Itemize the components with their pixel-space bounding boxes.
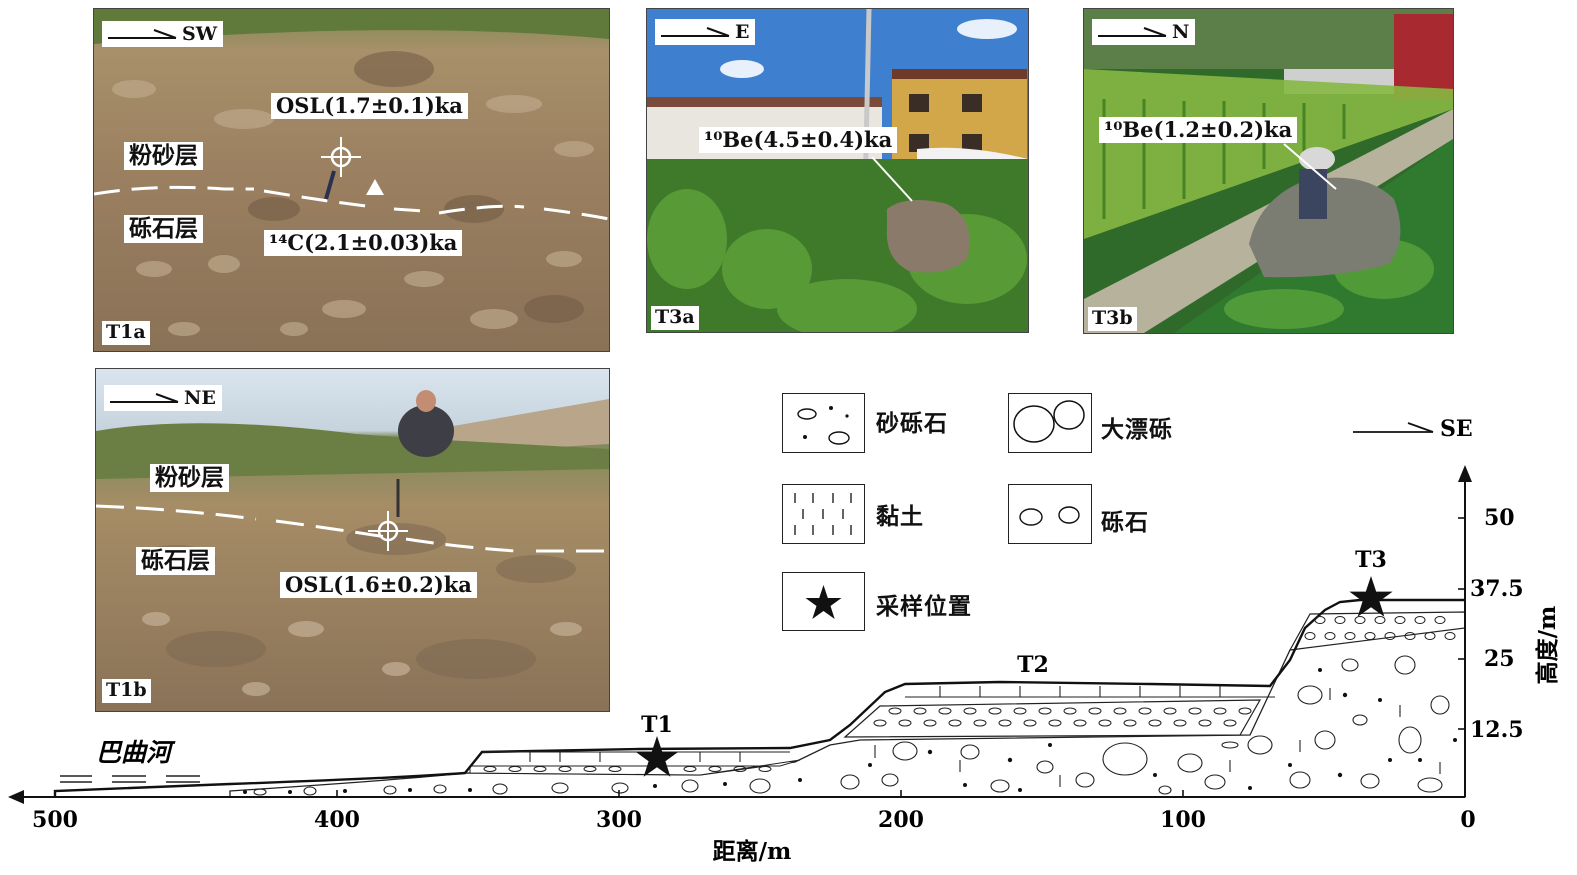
north-arrow-icon [661, 27, 730, 37]
gravel-layer-label: 砾石层 [124, 215, 203, 244]
star-icon [805, 585, 842, 619]
boulder-fragments [253, 655, 1450, 796]
x-axis: 500 400 300 200 100 0 距离/m [8, 790, 1476, 865]
stratum-lower-boulder [229, 624, 1466, 798]
direction-indicator: NE [104, 385, 222, 411]
sample-star-t3 [1349, 576, 1393, 617]
c14-date-label: ¹⁴C(2.1±0.03)ka [264, 230, 463, 257]
hammer-icon [324, 170, 336, 200]
direction-indicator: N [1092, 19, 1196, 45]
photo-t1a: SW OSL(1.7±0.1)ka 粉砂层 砾石层 ¹⁴C(2.1±0.03)k… [93, 8, 610, 352]
boulder-sample [1249, 177, 1401, 278]
x-tick-label: 500 [32, 807, 78, 833]
photo-t3b: N ¹⁰Be(1.2±0.2)ka T3b [1083, 8, 1454, 334]
y-tick-label: 25 [1484, 646, 1515, 672]
direction-label: SW [182, 23, 218, 45]
silt-layer-label: 粉砂层 [124, 142, 203, 171]
y-axis-label: 高度/m [1534, 606, 1561, 685]
photo-label: T1b [102, 679, 151, 703]
section-direction-indicator: SE [1353, 416, 1473, 442]
photo-label: T3b [1088, 307, 1137, 331]
photo-label: T3a [651, 306, 699, 330]
gravel-layer-label: 砾石层 [136, 547, 215, 576]
x-tick-label: 0 [1460, 807, 1475, 833]
osl-sample-marker [321, 137, 361, 177]
be10-date-label: ¹⁰Be(1.2±0.2)ka [1099, 117, 1298, 144]
direction-indicator: SW [102, 21, 224, 47]
layer-boundary-line [96, 504, 609, 553]
direction-label: NE [184, 387, 216, 409]
legend-swatch-sand-gravel [782, 393, 865, 453]
x-tick-label: 100 [1160, 807, 1206, 833]
legend-swatch-boulder [1008, 393, 1092, 453]
legend-swatch-gravel [1008, 484, 1092, 544]
y-axis-arrow-icon [1458, 465, 1472, 482]
north-arrow-icon [108, 29, 177, 39]
legend-label-sand-gravel: 砂砾石 [876, 410, 948, 437]
x-tick-label: 200 [878, 807, 924, 833]
y-tick-label: 50 [1484, 505, 1515, 531]
terrace-label-t1: T1 [641, 712, 673, 738]
terrain-surface [53, 598, 1465, 797]
legend-swatch-sample-site [782, 572, 865, 631]
y-axis: 12.5 25 37.5 50 高度/m [1458, 465, 1561, 797]
direction-label: N [1172, 21, 1190, 43]
x-axis-arrow-icon [8, 790, 24, 804]
gravel-pebbles [1304, 616, 1456, 640]
north-arrow-icon [110, 393, 179, 403]
sand-dots [243, 668, 1457, 794]
x-tick-label: 400 [314, 807, 360, 833]
legend-swatch-clay [782, 484, 865, 544]
y-tick-label: 12.5 [1470, 717, 1524, 743]
north-arrow-icon [1098, 27, 1167, 37]
river-water-lines [60, 775, 200, 783]
photo-t1a-image [94, 9, 609, 351]
legend-label-clay: 黏土 [876, 503, 924, 530]
y-tick-label: 37.5 [1470, 576, 1524, 602]
terrace-label-t3: T3 [1355, 547, 1387, 573]
sample-star-t1 [635, 736, 679, 777]
legend-label-sample-site: 采样位置 [876, 593, 972, 620]
legend-label-boulder: 大漂砾 [1101, 416, 1173, 443]
osl-date-label: OSL(1.7±0.1)ka [271, 93, 468, 120]
legend-label-gravel: 砾石 [1101, 509, 1149, 536]
x-tick-label: 300 [596, 807, 642, 833]
direction-indicator: E [655, 19, 756, 45]
photo-t1b-image [96, 369, 609, 711]
silt-layer-label: 粉砂层 [150, 464, 229, 493]
c14-sample-marker [366, 179, 384, 195]
clay-hatching [529, 686, 1441, 787]
x-axis-label: 距离/m [713, 838, 792, 865]
osl-sample-marker [368, 511, 408, 551]
layer-boundary-line [94, 185, 609, 221]
gravel-pebbles [483, 766, 772, 772]
gravel-pebbles [873, 707, 1252, 727]
section-direction-label: SE [1440, 416, 1473, 442]
boulder-sample [886, 200, 970, 273]
terrace-label-t2: T2 [1017, 652, 1049, 678]
direction-label: E [735, 21, 750, 43]
be10-date-label: ¹⁰Be(4.5±0.4)ka [699, 127, 898, 154]
photo-label: T1a [102, 321, 150, 345]
photo-t1b: NE 粉砂层 砾石层 OSL(1.6±0.2)ka T1b [95, 368, 610, 712]
osl-date-label: OSL(1.6±0.2)ka [280, 572, 477, 599]
photo-t3a: E ¹⁰Be(4.5±0.4)ka T3a [646, 8, 1029, 333]
river-label: 巴曲河 [96, 738, 176, 767]
